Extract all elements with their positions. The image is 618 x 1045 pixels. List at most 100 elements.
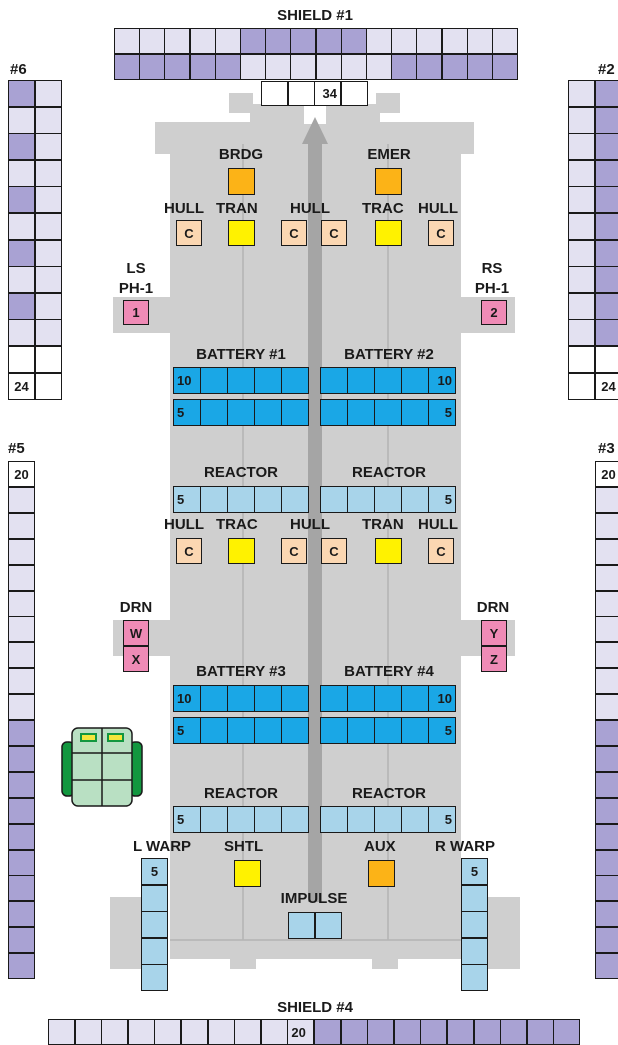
right-warp-box[interactable] xyxy=(461,964,488,992)
shield-2-box[interactable] xyxy=(568,133,595,161)
shield-1-box[interactable] xyxy=(466,28,493,54)
shield-3-box[interactable] xyxy=(595,771,618,798)
battery-4-box[interactable] xyxy=(320,717,348,744)
battery-3-box[interactable] xyxy=(200,685,228,712)
shield-3-box[interactable] xyxy=(595,823,618,850)
shield-1-box[interactable]: 34 xyxy=(314,81,341,106)
shield-3-box[interactable] xyxy=(595,616,618,643)
shield-2-box[interactable] xyxy=(595,213,618,240)
reactor-box[interactable] xyxy=(374,486,402,513)
shield-5-box[interactable] xyxy=(8,616,35,643)
battery-4-box[interactable] xyxy=(374,717,402,744)
battery-4-box[interactable]: 10 xyxy=(428,685,456,712)
drone-w-box[interactable]: W xyxy=(123,620,149,646)
shield-5-box[interactable] xyxy=(8,953,35,980)
shield-2-box[interactable] xyxy=(595,159,618,187)
shield-5-box[interactable] xyxy=(8,745,35,772)
left-warp-box[interactable] xyxy=(141,964,168,992)
shield-5-box[interactable] xyxy=(8,720,35,746)
computer-box[interactable]: C xyxy=(176,538,202,564)
shield-5-box[interactable] xyxy=(8,771,35,798)
shield-1-box[interactable] xyxy=(114,54,140,80)
shield-5-box[interactable] xyxy=(8,901,35,928)
battery-3-box[interactable] xyxy=(281,717,309,744)
shield-6-box[interactable]: 24 xyxy=(8,372,35,400)
shield-6-box[interactable] xyxy=(35,346,62,373)
reactor-box[interactable] xyxy=(347,486,375,513)
reactor-box[interactable] xyxy=(347,806,375,833)
battery-1-box[interactable] xyxy=(254,367,282,394)
battery-1-box[interactable]: 5 xyxy=(173,399,201,426)
shield-2-box[interactable]: 24 xyxy=(595,372,618,400)
shield-1-box[interactable] xyxy=(366,28,392,54)
shield-3-box[interactable] xyxy=(595,538,618,565)
shield-6-box[interactable] xyxy=(35,292,62,320)
shield-1-box[interactable] xyxy=(287,81,315,106)
shield-2-box[interactable] xyxy=(568,372,595,400)
shield-1-box[interactable] xyxy=(391,28,418,54)
reactor-box[interactable] xyxy=(401,806,429,833)
shuttle-bay-box[interactable] xyxy=(234,860,261,887)
battery-1-box[interactable]: 10 xyxy=(173,367,201,394)
left-warp-box[interactable]: 5 xyxy=(141,858,168,885)
battery-4-box[interactable] xyxy=(401,685,429,712)
shield-5-box[interactable] xyxy=(8,927,35,954)
battery-1-box[interactable] xyxy=(254,399,282,426)
shield-3-box[interactable] xyxy=(595,901,618,928)
shield-6-box[interactable] xyxy=(8,266,35,294)
shield-1-box[interactable] xyxy=(164,54,191,80)
shield-5-box[interactable] xyxy=(8,486,35,513)
shield-3-box[interactable] xyxy=(595,720,618,746)
shield-2-box[interactable] xyxy=(595,292,618,320)
shield-3-box[interactable] xyxy=(595,668,618,695)
left-warp-box[interactable] xyxy=(141,911,168,939)
shield-4-box[interactable] xyxy=(207,1019,235,1045)
battery-4-box[interactable] xyxy=(374,685,402,712)
shield-5-box[interactable] xyxy=(8,849,35,876)
drone-y-box[interactable]: Y xyxy=(481,620,507,646)
battery-4-box[interactable] xyxy=(347,717,375,744)
battery-2-box[interactable]: 10 xyxy=(428,367,456,394)
shield-2-box[interactable] xyxy=(595,186,618,214)
shield-1-box[interactable] xyxy=(340,28,367,54)
shield-4-box[interactable] xyxy=(526,1019,554,1045)
reactor-box[interactable] xyxy=(254,486,282,513)
phaser-1-box[interactable]: 1 xyxy=(123,300,149,325)
reactor-box[interactable] xyxy=(374,806,402,833)
shield-1-box[interactable] xyxy=(265,54,292,80)
bridge-box[interactable] xyxy=(228,168,255,195)
shield-2-box[interactable] xyxy=(568,346,595,373)
shield-6-box[interactable] xyxy=(8,80,35,107)
reactor-box[interactable]: 5 xyxy=(173,806,201,833)
shield-4-box[interactable] xyxy=(181,1019,208,1045)
shield-1-box[interactable] xyxy=(214,28,241,54)
shield-2-box[interactable] xyxy=(595,266,618,294)
battery-4-box[interactable] xyxy=(347,685,375,712)
shield-6-box[interactable] xyxy=(8,159,35,187)
shield-4-box[interactable] xyxy=(447,1019,474,1045)
transporter-box[interactable] xyxy=(228,220,255,246)
shield-1-box[interactable] xyxy=(290,54,317,80)
reactor-box[interactable] xyxy=(227,806,255,833)
left-warp-box[interactable] xyxy=(141,884,168,912)
shield-1-box[interactable] xyxy=(214,54,241,80)
shield-2-box[interactable] xyxy=(595,133,618,161)
shield-1-box[interactable] xyxy=(114,28,140,54)
battery-3-box[interactable] xyxy=(227,717,255,744)
shield-4-box[interactable] xyxy=(74,1019,102,1045)
shield-2-box[interactable] xyxy=(568,213,595,240)
shield-3-box[interactable] xyxy=(595,486,618,513)
shield-5-box[interactable] xyxy=(8,823,35,850)
shield-1-box[interactable] xyxy=(164,28,191,54)
shield-4-box[interactable] xyxy=(553,1019,581,1045)
left-warp-box[interactable] xyxy=(141,937,168,965)
shield-1-box[interactable] xyxy=(240,54,266,80)
battery-2-box[interactable] xyxy=(374,367,402,394)
reactor-box[interactable] xyxy=(254,806,282,833)
right-warp-box[interactable] xyxy=(461,911,488,939)
shield-4-box[interactable] xyxy=(500,1019,528,1045)
shield-1-box[interactable] xyxy=(441,54,468,80)
shield-6-box[interactable] xyxy=(8,133,35,161)
battery-3-box[interactable] xyxy=(227,685,255,712)
battery-2-box[interactable] xyxy=(320,367,348,394)
